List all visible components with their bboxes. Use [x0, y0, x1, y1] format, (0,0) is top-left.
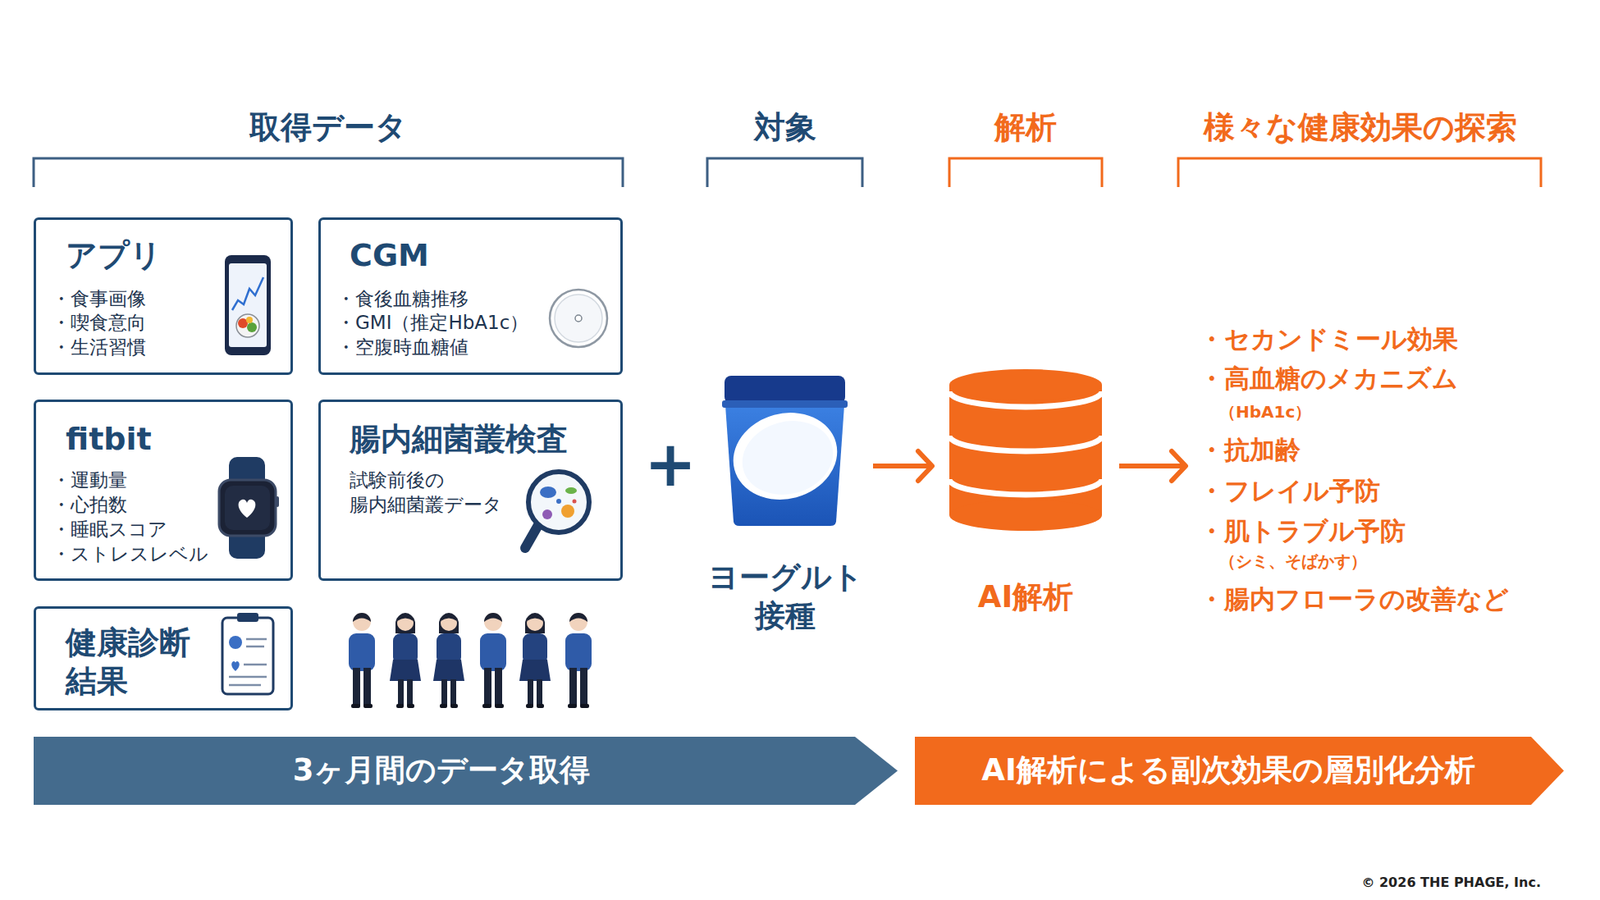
box-title: 腸内細菌叢検査 [349, 420, 568, 458]
intervention-label: ヨーグルト 接種 [697, 557, 874, 636]
bullet-item: ・喫食意向 [51, 310, 147, 335]
effect-item: ・セカンドミール効果 [1198, 323, 1459, 355]
bracket [1178, 158, 1541, 188]
effects-list: ・セカンドミール効果・高血糖のメカニズム （HbA1c） ・抗加齢・フレイル予防・肌… [1185, 320, 1555, 624]
flow-arrow [1119, 463, 1186, 469]
effect-item: ・フレイル予防 [1198, 475, 1381, 507]
box-title: CGM [349, 236, 430, 275]
effect-note: （HbA1c） [1219, 401, 1312, 423]
person-figure [565, 612, 592, 709]
bullet-item: ・食事画像 [51, 286, 147, 311]
effect-item: ・抗加齢 [1198, 434, 1301, 466]
yogurt-cup [722, 375, 848, 526]
phone-icon [224, 255, 271, 356]
intervention-node: ヨーグルト 接種 [697, 369, 874, 640]
effect-item: ・腸内フローラの改善など [1198, 583, 1509, 615]
band-label: 3ヶ月間のデータ取得 [33, 751, 850, 790]
bracket [949, 158, 1102, 188]
box-title: fitbit [65, 420, 152, 458]
magnifier-icon [525, 471, 590, 549]
bullet-item: ・GMI（推定HbA1c） [336, 310, 529, 335]
bullet-item: ・生活習慣 [51, 334, 147, 360]
clipboard-icon [222, 612, 274, 695]
band-shape [33, 736, 898, 805]
section-heading: 様々な健康効果の探索 [1032, 108, 1600, 147]
bullet-item: ・睡眠スコア [51, 516, 168, 542]
bullet-item: ・心拍数 [51, 492, 128, 517]
box-body: 試験前後の 腸内細菌叢データ [349, 467, 522, 517]
analysis-node: AI解析 [932, 361, 1120, 624]
copyright-note: © 2026 THE PHAGE, Inc. [1048, 874, 1541, 892]
effect-item: ・肌トラブル予防 [1198, 515, 1406, 547]
effect-item: ・高血糖のメカニズム [1198, 362, 1459, 394]
section-heading: 取得データ [0, 108, 657, 147]
bullet-item: ・空腹時血糖値 [336, 334, 469, 360]
bracket [33, 158, 623, 188]
person-figure [480, 612, 507, 709]
watch-icon [219, 457, 279, 559]
flow-arrow [873, 463, 933, 469]
box-title: 健康診断 結果 [65, 623, 206, 701]
bullet-item: ・食後血糖推移 [336, 286, 469, 311]
person-figure [519, 612, 551, 709]
bullet-item: ・運動量 [51, 467, 128, 493]
sensor-icon [549, 289, 608, 348]
effect-note: （シミ、そばかす） [1219, 550, 1367, 572]
band-label: AI解析による副次効果の層別化分析 [914, 751, 1542, 790]
data-source-box: アプリ・食事画像・喫食意向・生活習慣 [33, 217, 293, 375]
person-figure [348, 612, 375, 709]
database-icon [949, 369, 1102, 531]
person-figure [389, 612, 421, 709]
people-illustration [348, 612, 592, 709]
box-title: アプリ [65, 236, 162, 275]
analysis-label: AI解析 [932, 578, 1120, 617]
plus-sign: + [342, 429, 999, 500]
bullet-item: ・ストレスレベル [51, 541, 209, 567]
data-source-box: fitbit ・運動量・心拍数・睡眠スコア・ストレスレベル [33, 399, 293, 581]
phase-band: 3ヶ月間のデータ取得 [33, 736, 898, 805]
band-shape [914, 736, 1564, 805]
data-source-box: 健康診断 結果 [33, 606, 293, 711]
bracket [707, 158, 863, 188]
person-figure [433, 612, 465, 709]
data-source-box: 腸内細菌叢検査試験前後の 腸内細菌叢データ [318, 399, 623, 581]
phase-band: AI解析による副次効果の層別化分析 [914, 736, 1564, 805]
data-source-box: CGM ・食後血糖推移・GMI（推定HbA1c）・空腹時血糖値 [318, 217, 623, 375]
